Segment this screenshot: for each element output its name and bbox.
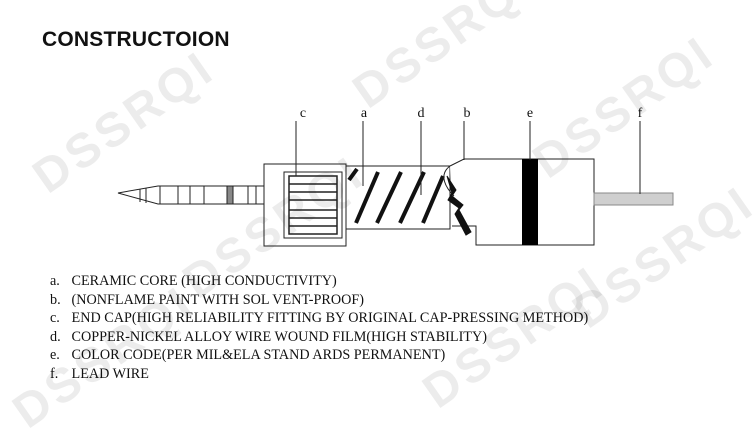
callout-b: b <box>464 106 471 121</box>
left-lead-wire <box>117 185 265 205</box>
page-title: CONSTRUCTOION <box>42 28 230 51</box>
resistor-construction-diagram: c a d b e f <box>117 106 674 247</box>
legend-item-b: b. (NONFLAME PAINT WITH SOL VENT-PROOF) <box>50 291 588 310</box>
legend-key: e. <box>50 347 60 364</box>
wire-winding <box>347 167 445 224</box>
legend-key: f. <box>50 365 59 382</box>
legend-item-d: d. COPPER-NICKEL ALLOY WIRE WOUND FILM(H… <box>50 328 588 347</box>
callout-a: a <box>361 106 368 121</box>
legend-key: d. <box>50 328 61 345</box>
legend-text: LEAD WIRE <box>71 365 149 382</box>
legend-text: COPPER-NICKEL ALLOY WIRE WOUND FILM(HIGH… <box>71 328 487 345</box>
end-cap <box>263 163 347 247</box>
callout-e: e <box>527 106 533 121</box>
callout-c: c <box>300 106 306 121</box>
legend-key: b. <box>50 291 61 308</box>
callout-d: d <box>418 106 425 121</box>
legend-item-e: e. COLOR CODE(PER MIL&ELA STAND ARDS PER… <box>50 346 588 365</box>
callout-lines <box>295 121 641 195</box>
cap-press-edge <box>446 175 472 236</box>
legend-item-c: c. END CAP(HIGH RELIABILITY FITTING BY O… <box>50 309 588 328</box>
legend-list: a. CERAMIC CORE (HIGH CONDUCTIVITY) b. (… <box>50 272 588 384</box>
right-lead-wire <box>593 192 674 206</box>
legend-key: a. <box>50 273 60 289</box>
legend-item-a: a. CERAMIC CORE (HIGH CONDUCTIVITY) <box>50 272 588 291</box>
legend-item-f: f. LEAD WIRE <box>50 365 588 384</box>
legend-text: (NONFLAME PAINT WITH SOL VENT-PROOF) <box>71 291 364 308</box>
callout-f: f <box>638 106 643 121</box>
color-code-band <box>522 159 538 245</box>
legend-text: COLOR CODE(PER MIL&ELA STAND ARDS PERMAN… <box>71 347 446 364</box>
legend-key: c. <box>50 310 60 327</box>
legend-text: CERAMIC CORE (HIGH CONDUCTIVITY) <box>71 273 337 289</box>
legend-text: END CAP(HIGH RELIABILITY FITTING BY ORIG… <box>71 310 589 327</box>
